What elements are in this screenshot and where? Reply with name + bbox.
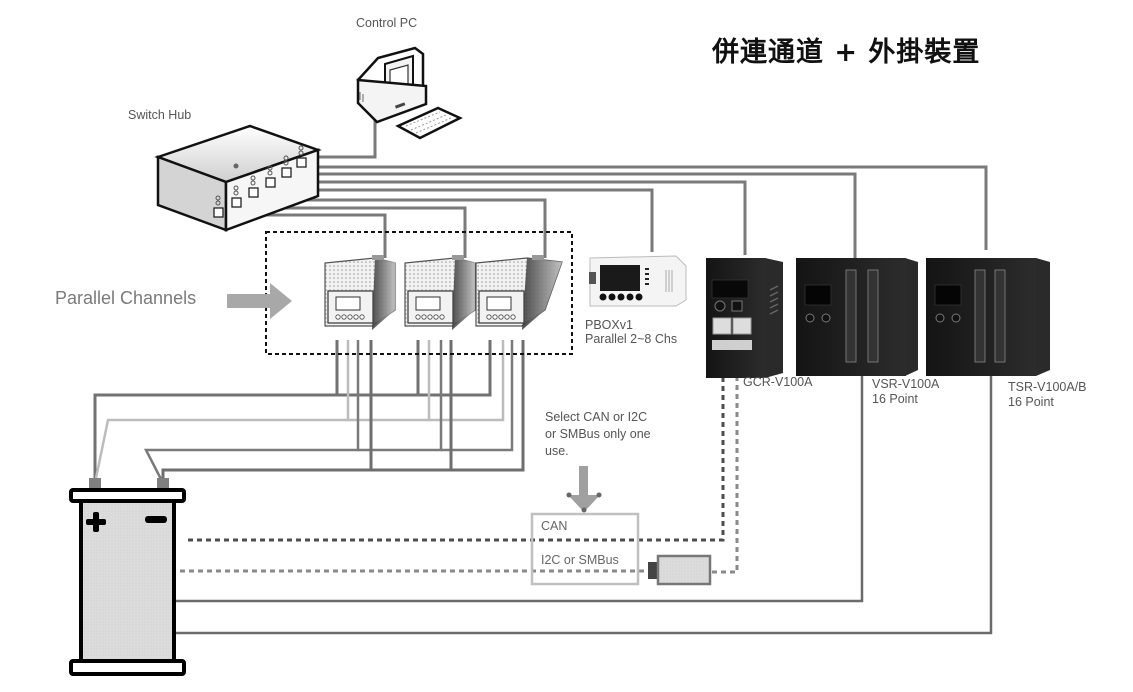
switch-hub-label: Switch Hub [128,108,192,122]
select-note-line3: use. [545,444,569,458]
wire-hub-gcr [290,180,747,255]
battery-negative-icon [145,516,167,523]
wire-adapter-gcr [712,360,739,574]
diagram-title: 併連通道 + 外掛裝置 [712,37,981,68]
i2c-label: I2C or SMBus [541,553,619,567]
select-note-line1: Select CAN or I2C [545,410,648,424]
wire-can [188,360,725,542]
parallel-channels-group [265,231,573,355]
battery-icon[interactable] [69,478,186,676]
wire-hub-tsr [310,165,988,250]
pbox-desc-label: Parallel 2~8 Chs [585,332,678,346]
power-wires [93,340,525,484]
protocol-select-box [530,512,640,586]
wire-hub-pbox [275,188,654,252]
sensor-wires [175,375,993,635]
gcr-device[interactable] [706,258,783,378]
can-label: CAN [541,519,568,533]
gcr-label: GCR-V100A [743,375,813,389]
vsr-device[interactable] [796,258,918,376]
select-note-line2: or SMBus only one [545,427,651,441]
parallel-channels-label: Parallel Channels [55,288,197,308]
parallel-arrow-icon [227,283,292,319]
select-arrow-icon [566,466,602,513]
comm-wires [180,360,739,574]
channel-unit-3[interactable] [475,255,563,330]
wire-battery-vsr [175,375,864,603]
control-pc-icon[interactable] [356,46,463,140]
ethernet-wires [232,110,988,258]
tsr-desc-label: 16 Point [1008,395,1054,409]
switch-hub-icon[interactable] [154,124,322,232]
wire-hub-vsr [300,172,857,258]
vsr-name-label: VSR-V100A [872,377,940,391]
channel-unit-1[interactable] [324,255,396,330]
channel-unit-2[interactable] [404,255,476,330]
control-pc-label: Control PC [356,16,418,30]
wire-hub-ch1 [232,213,387,258]
tsr-device[interactable] [926,258,1050,376]
wire-battery-tsr [175,375,993,635]
wire-hub-ch2 [248,206,467,258]
i2c-adapter-device[interactable] [648,554,712,586]
battery-positive-icon [86,512,106,532]
tsr-name-label: TSR-V100A/B [1008,380,1087,394]
wire-pc-hub [300,110,377,159]
wire-hub-ch3 [262,198,547,258]
pbox-name-label: PBOXv1 [585,318,633,332]
vsr-desc-label: 16 Point [872,392,918,406]
pbox-device[interactable] [589,255,687,307]
